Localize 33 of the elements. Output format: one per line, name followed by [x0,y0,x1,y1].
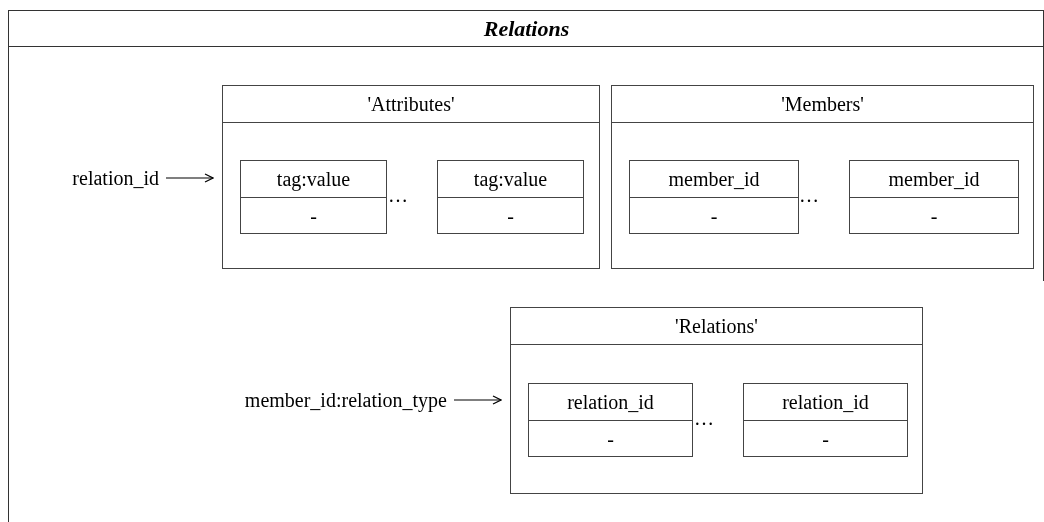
key-text: member_id:relation_type [121,386,447,414]
record-key: relation_id [744,384,907,420]
record-card [240,160,387,234]
record-key: member_id [630,161,798,197]
record-card [528,383,693,457]
record-key: relation_id [529,384,692,420]
key-text: relation_id [15,164,159,192]
group-box [510,307,923,494]
record-card [437,160,584,234]
record-value: - [744,420,907,456]
record-key: tag:value [241,161,386,197]
group-box [222,85,600,269]
record-key: member_id [850,161,1018,197]
arrow [165,173,214,183]
record-value: - [438,197,583,233]
record-card [743,383,908,457]
arrow [453,395,502,405]
record-card [629,160,799,234]
record-value: - [630,197,798,233]
group-heading: 'Attributes' [223,86,599,123]
ellipsis: … [388,185,408,205]
table-title: Relations [9,11,1044,47]
record-value: - [850,197,1018,233]
ellipsis: … [799,185,819,205]
table-frame [8,10,1044,522]
group-box [611,85,1034,269]
ellipsis: … [694,408,714,428]
record-key: tag:value [438,161,583,197]
record-card [849,160,1019,234]
group-heading: 'Members' [612,86,1033,123]
record-value: - [529,420,692,456]
group-heading: 'Relations' [511,308,922,345]
record-value: - [241,197,386,233]
